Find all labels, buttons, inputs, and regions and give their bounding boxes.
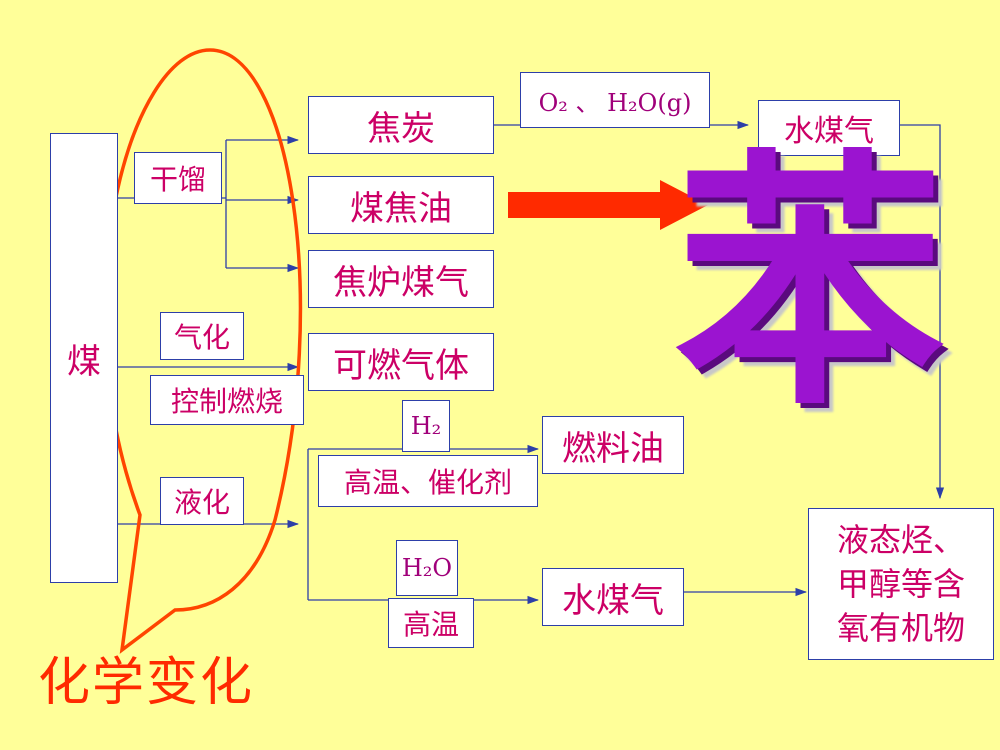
final-products-line-3: 氧有机物 — [836, 609, 965, 647]
h2o-box: H₂O — [396, 540, 458, 596]
controlled-combustion-label: 控制燃烧 — [170, 385, 283, 418]
big-red-arrow — [508, 180, 708, 230]
water-gas-box: 水煤气 — [542, 568, 684, 626]
liquefaction-label: 液化 — [173, 486, 230, 519]
arrow-water-gas-to-final — [900, 124, 945, 500]
high-temp-catalyst-box: 高温、催化剂 — [318, 455, 538, 507]
coke-water-gas-label: 水煤气 — [784, 114, 874, 149]
liquefaction-box: 液化 — [160, 477, 244, 525]
coke-reactants-box: O₂ 、 H₂O(g) — [520, 72, 710, 128]
high-temp-label: 高温 — [402, 608, 459, 641]
combustible-gas-box: 可燃气体 — [308, 333, 494, 391]
coke-water-gas-box: 水煤气 — [758, 100, 900, 156]
chemical-change-label: 化学变化 — [38, 653, 255, 713]
coal-tar-label: 煤焦油 — [350, 188, 452, 229]
gasification-label: 气化 — [173, 321, 230, 354]
coke-reactants-label: O₂ 、 H₂O(g) — [538, 88, 692, 117]
high-temp-catalyst-label: 高温、催化剂 — [343, 466, 512, 499]
final-products-box: 液态烃、 甲醇等含 氧有机物 — [808, 508, 994, 660]
final-products-line-1: 液态烃、 — [836, 521, 965, 559]
high-temp-box: 高温 — [388, 598, 474, 648]
coal-tar-box: 煤焦油 — [308, 176, 494, 234]
dry-distillation-box: 干馏 — [134, 152, 222, 204]
coal-box: 煤 — [50, 133, 118, 583]
coke-label: 焦炭 — [367, 108, 435, 149]
h2o-label: H₂O — [401, 554, 453, 582]
final-products-line-2: 甲醇等含 — [836, 565, 965, 603]
coke-oven-gas-label: 焦炉煤气 — [333, 262, 469, 303]
h2-box: H₂ — [402, 400, 450, 452]
water-gas-label: 水煤气 — [562, 580, 664, 621]
coke-box: 焦炭 — [308, 96, 494, 154]
benzene-glyph: 苯 — [675, 124, 945, 442]
controlled-combustion-box: 控制燃烧 — [150, 375, 304, 425]
h2-label: H₂ — [410, 412, 442, 440]
coke-oven-gas-box: 焦炉煤气 — [308, 250, 494, 308]
dry-distillation-label: 干馏 — [149, 163, 206, 196]
combustible-gas-label: 可燃气体 — [333, 345, 469, 386]
fuel-oil-label: 燃料油 — [562, 428, 664, 469]
gasification-box: 气化 — [160, 312, 244, 360]
coal-label: 煤 — [67, 341, 101, 382]
fuel-oil-box: 燃料油 — [542, 416, 684, 474]
